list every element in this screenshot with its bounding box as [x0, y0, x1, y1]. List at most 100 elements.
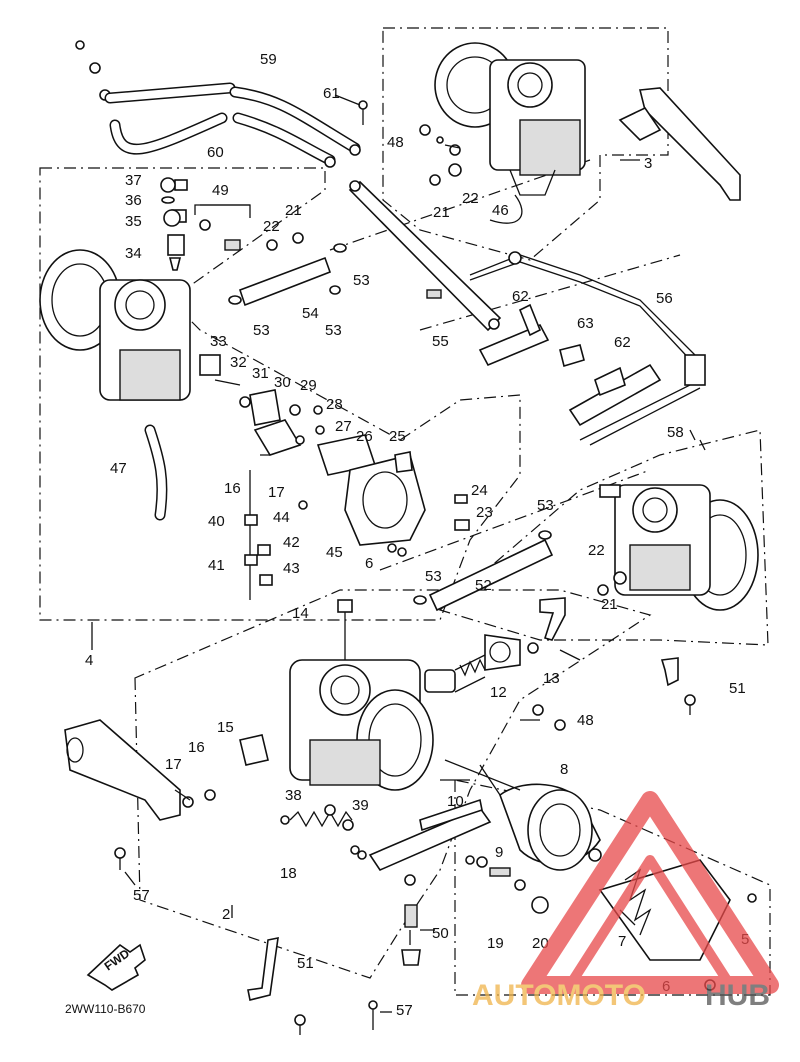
part-label: 52	[475, 577, 492, 594]
diaphragm-8-9	[444, 759, 601, 871]
part-label: 53	[537, 497, 554, 514]
pipe-52	[413, 530, 554, 612]
part-label: 16	[224, 480, 241, 497]
watermark-text-hub: HUB	[705, 979, 770, 1012]
part-label: 9	[495, 844, 503, 861]
carb-bore	[319, 664, 371, 716]
bracket-top-right	[618, 87, 741, 201]
part-label: 27	[335, 418, 352, 435]
part-label: 57	[396, 1002, 413, 1019]
part-label: 30	[274, 374, 291, 391]
bracket-left-lower	[64, 719, 269, 870]
screw-icon	[419, 124, 431, 136]
bracket-51-lower	[247, 936, 378, 1035]
boundary-carb-3	[382, 27, 669, 261]
spring-icon	[404, 904, 418, 928]
part-label: 26	[356, 428, 373, 445]
spring-icon	[426, 289, 442, 299]
part-label: 19	[487, 935, 504, 952]
plate-10	[368, 798, 492, 886]
part-label: 53	[353, 272, 370, 289]
part-label: 21	[285, 202, 302, 219]
springs-18	[280, 804, 367, 860]
part-label: 44	[273, 509, 290, 526]
part-label: 21	[433, 204, 450, 221]
part-label: 16	[188, 739, 205, 756]
part-label: 59	[260, 51, 277, 68]
part-label: 56	[656, 290, 673, 307]
diagram-code: 2WW110-B670	[65, 1002, 146, 1016]
part-label: 6	[365, 555, 373, 572]
spring-icon	[289, 810, 353, 828]
part-label: 62	[614, 334, 631, 351]
part-label: 39	[352, 797, 369, 814]
carburetor-2	[289, 599, 434, 791]
linkage-rod-55	[348, 180, 502, 332]
part-label: 34	[125, 245, 142, 262]
throttle-linkage	[199, 354, 377, 600]
screws-19-20	[465, 855, 549, 914]
pipe-54	[228, 243, 347, 307]
part-label: 46	[492, 202, 509, 219]
part-label: 29	[300, 377, 317, 394]
part-label: 51	[729, 680, 746, 697]
part-label: 4	[85, 652, 93, 669]
carb-bore	[507, 62, 553, 108]
part-label: 43	[283, 560, 300, 577]
part-label: 60	[207, 144, 224, 161]
fuel-pipe-56	[469, 251, 706, 446]
part-label: 7	[618, 933, 626, 950]
springs-50	[401, 904, 421, 966]
part-label: 38	[285, 787, 302, 804]
part-label: 49	[212, 182, 229, 199]
part-label: 53	[425, 568, 442, 585]
part-label: 17	[268, 484, 285, 501]
part-label: 21	[601, 596, 618, 613]
carburetor-4	[39, 177, 191, 521]
part-label: 48	[387, 134, 404, 151]
part-label: 31	[252, 365, 269, 382]
part-label: 3	[644, 155, 652, 172]
part-label: 15	[217, 719, 234, 736]
boundary-carb-2	[134, 589, 652, 979]
part-label: 41	[208, 557, 225, 574]
part-label: 22	[263, 218, 280, 235]
part-label: 55	[432, 333, 449, 350]
part-label: 33	[210, 333, 227, 350]
screws-48-lower	[532, 704, 566, 731]
part-label: 62	[512, 288, 529, 305]
hose-clip-icon	[324, 156, 336, 168]
part-label: 40	[208, 513, 225, 530]
part-label: 35	[125, 213, 142, 230]
screw-icon	[436, 136, 444, 144]
spring-icon	[489, 867, 511, 877]
washer-icon	[448, 163, 462, 177]
screw-icon	[429, 174, 441, 186]
watermark-text-automoto: AUTOMOTO	[472, 979, 646, 1012]
part-label: 36	[125, 192, 142, 209]
carb-body-45	[344, 451, 470, 557]
part-label: 28	[326, 396, 343, 413]
part-label: 18	[280, 865, 297, 882]
part-label: 63	[577, 315, 594, 332]
part-label: 61	[323, 85, 340, 102]
part-label: 22	[588, 542, 605, 559]
carb-bore	[632, 487, 678, 533]
t-joints	[478, 303, 662, 427]
part-label: 50	[432, 925, 449, 942]
bracket-51-right	[660, 657, 696, 715]
part-label: 58	[667, 424, 684, 441]
part-label: 48	[577, 712, 594, 729]
part-label: 47	[110, 460, 127, 477]
part-label: 32	[230, 354, 247, 371]
drain-hose-46	[489, 194, 523, 224]
part-labels: 59 61 60 48 3 37 36 35 34 49 22 21 22 21…	[85, 51, 749, 1019]
part-label: 14	[292, 605, 309, 622]
automotohub-watermark: AUTOMOTO HUB	[472, 791, 779, 1012]
part-label: 42	[283, 534, 300, 551]
part-label: 57	[133, 887, 150, 904]
fwd-arrow-icon: FWD	[86, 943, 146, 991]
carburetor-3	[358, 42, 586, 224]
diaphragm-12	[424, 634, 539, 693]
